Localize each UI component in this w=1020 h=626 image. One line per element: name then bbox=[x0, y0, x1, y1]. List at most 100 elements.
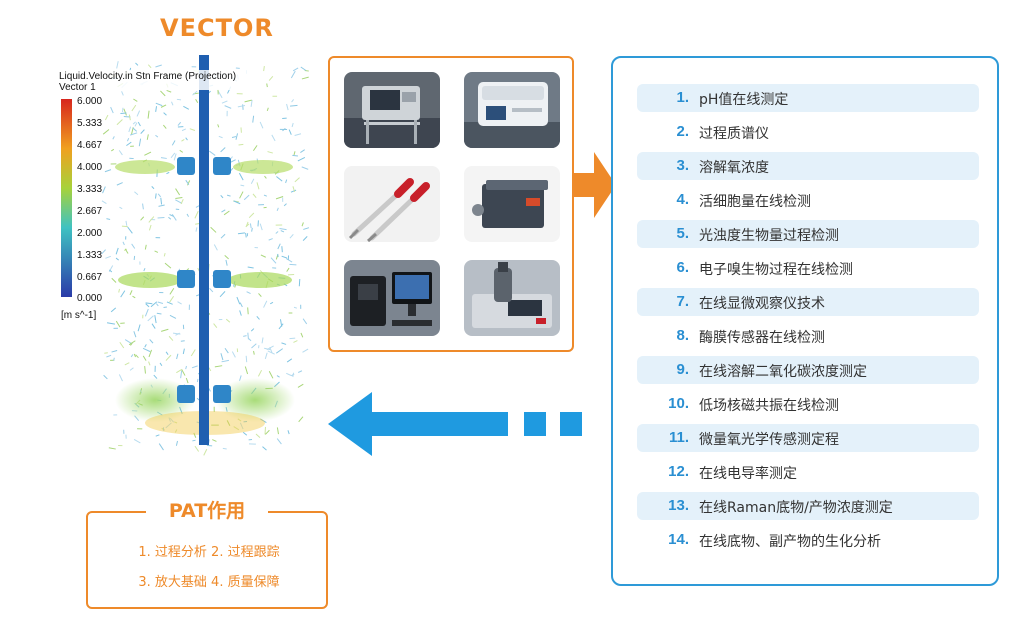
flow-vector bbox=[266, 107, 269, 112]
flow-vector bbox=[175, 188, 181, 196]
flow-vector bbox=[245, 221, 249, 227]
flow-vector bbox=[153, 374, 158, 379]
flow-vector bbox=[180, 199, 184, 205]
list-item-number: 4. bbox=[676, 191, 689, 208]
flow-vector bbox=[267, 350, 275, 355]
list-item: 5. 光浊度生物量过程检测 bbox=[637, 220, 979, 248]
flow-vector bbox=[170, 152, 176, 159]
flow-vector bbox=[155, 102, 163, 107]
flow-vector bbox=[142, 347, 151, 353]
flow-vector bbox=[278, 323, 284, 330]
flow-vector bbox=[253, 350, 255, 355]
flow-vector bbox=[240, 184, 245, 187]
flow-vector bbox=[155, 434, 160, 437]
flow-vector bbox=[286, 103, 289, 111]
flow-vector bbox=[132, 121, 136, 125]
flow-vector bbox=[245, 355, 248, 363]
flow-vector bbox=[264, 347, 271, 351]
flow-vector bbox=[297, 383, 304, 388]
flow-vector bbox=[276, 176, 283, 182]
legend-tick: 2.667 bbox=[77, 206, 102, 217]
flow-vector bbox=[125, 220, 128, 226]
flow-vector bbox=[279, 319, 283, 327]
list-item-number: 8. bbox=[676, 327, 689, 344]
flow-vector bbox=[247, 307, 249, 315]
flow-vector bbox=[275, 231, 279, 234]
flow-vector bbox=[158, 204, 165, 207]
flow-vector bbox=[169, 287, 175, 295]
flow-vector bbox=[189, 128, 196, 131]
flow-vector bbox=[245, 232, 247, 238]
flow-vector bbox=[181, 128, 187, 132]
flow-vector bbox=[166, 301, 173, 305]
flow-vector bbox=[213, 323, 218, 329]
flow-vector bbox=[112, 136, 115, 140]
list-item-label: 在线溶解二氧化碳浓度测定 bbox=[699, 364, 867, 380]
flow-vector bbox=[147, 64, 152, 69]
flow-vector bbox=[269, 301, 274, 305]
flow-vector bbox=[223, 210, 230, 216]
flow-vector bbox=[148, 361, 151, 366]
arrow-left-icon bbox=[328, 392, 598, 460]
flow-vector bbox=[294, 177, 300, 183]
flow-vector bbox=[191, 365, 198, 369]
flow-vector bbox=[134, 191, 139, 196]
flow-vector bbox=[187, 180, 191, 186]
flow-vector bbox=[138, 138, 142, 147]
flow-vector bbox=[123, 108, 127, 116]
flow-vector bbox=[142, 355, 147, 361]
flow-vector bbox=[128, 114, 131, 121]
flow-vector bbox=[224, 105, 232, 109]
flow-vector bbox=[195, 205, 200, 208]
flow-vector bbox=[124, 362, 130, 366]
cfd-velocity-plot: Liquid.Velocity.in Stn Frame (Projection… bbox=[55, 55, 320, 475]
legend-unit: [m s^-1] bbox=[61, 310, 96, 321]
flow-vector bbox=[301, 222, 304, 227]
flow-vector bbox=[300, 332, 304, 338]
flow-vector bbox=[270, 257, 277, 264]
flow-vector bbox=[206, 444, 213, 447]
flow-vector bbox=[194, 210, 199, 219]
flow-vector bbox=[276, 438, 282, 445]
list-item-label: 在线电导率测定 bbox=[699, 466, 797, 482]
flow-vector bbox=[176, 353, 179, 360]
flow-vector bbox=[111, 148, 115, 152]
flow-vector bbox=[203, 448, 208, 456]
list-item: 13. 在线Raman底物/产物浓度测定 bbox=[637, 492, 979, 520]
flow-vector bbox=[276, 427, 279, 435]
flow-vector bbox=[176, 368, 183, 374]
flow-vector bbox=[261, 337, 264, 344]
flow-vector bbox=[158, 443, 164, 451]
flow-vector bbox=[239, 310, 242, 316]
flow-vector bbox=[293, 151, 296, 156]
flow-vector bbox=[140, 129, 145, 134]
flow-vector bbox=[130, 354, 134, 358]
analyzer-box-photo bbox=[464, 166, 560, 242]
flow-vector bbox=[246, 291, 251, 294]
flow-vector bbox=[302, 318, 308, 325]
flow-vector bbox=[146, 134, 149, 140]
flow-vector bbox=[145, 303, 150, 308]
list-item-label: 在线Raman底物/产物浓度测定 bbox=[699, 500, 893, 516]
flow-vector bbox=[104, 169, 112, 173]
flow-vector bbox=[268, 238, 273, 241]
flow-vector bbox=[222, 447, 227, 450]
flow-vector bbox=[110, 106, 114, 114]
flow-vector bbox=[164, 262, 172, 269]
flow-vector bbox=[292, 154, 299, 157]
flow-vector bbox=[290, 189, 297, 193]
flow-vector bbox=[263, 194, 267, 197]
legend-tick: 4.000 bbox=[77, 162, 102, 173]
flow-vector bbox=[248, 338, 252, 342]
flow-vector bbox=[286, 258, 293, 263]
flow-vector bbox=[132, 127, 138, 132]
flow-vector bbox=[185, 377, 189, 384]
flow-vector bbox=[239, 302, 243, 308]
flow-vector bbox=[109, 269, 113, 273]
flow-vector bbox=[105, 255, 111, 259]
flow-vector bbox=[110, 307, 117, 313]
flow-vector bbox=[212, 439, 217, 442]
page-title: VECTOR bbox=[160, 14, 274, 42]
flow-vector bbox=[155, 303, 159, 307]
legend-tick: 0.000 bbox=[77, 293, 102, 304]
